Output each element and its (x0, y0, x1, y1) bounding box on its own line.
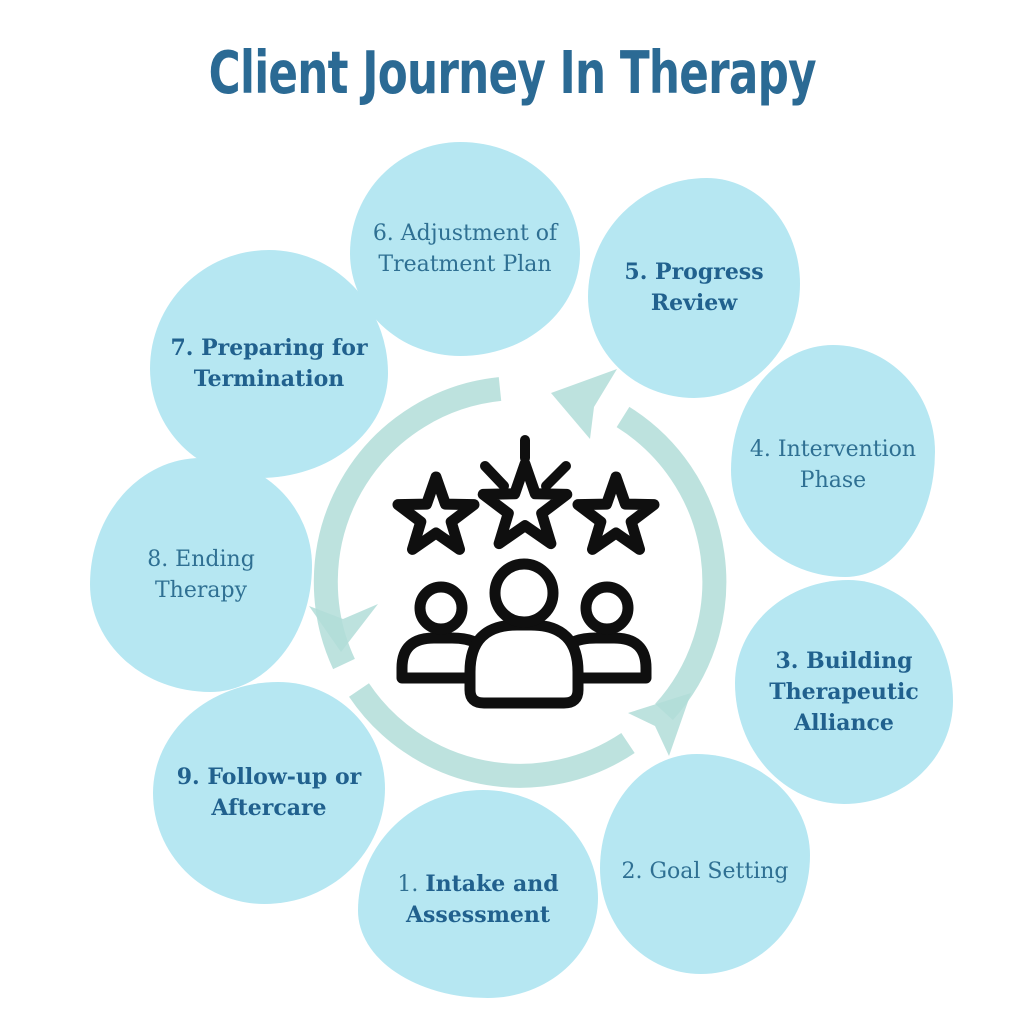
sparkle-lines (480, 435, 571, 491)
step-label: 2. Goal Setting (621, 858, 789, 884)
page-title: Client Journey In Therapy (208, 38, 816, 107)
person-icon (552, 581, 652, 684)
cycle-arc-bottom (349, 683, 691, 788)
title-wrap: Client Journey In Therapy (0, 38, 1024, 107)
step-bubble-goal-setting: 2. Goal Setting (600, 754, 810, 974)
person-icon (396, 581, 496, 684)
star-icon (392, 471, 480, 555)
star-icon (477, 458, 573, 550)
person-icon (464, 558, 584, 709)
star-icon (572, 471, 660, 555)
cycle-arc-right (551, 369, 727, 721)
